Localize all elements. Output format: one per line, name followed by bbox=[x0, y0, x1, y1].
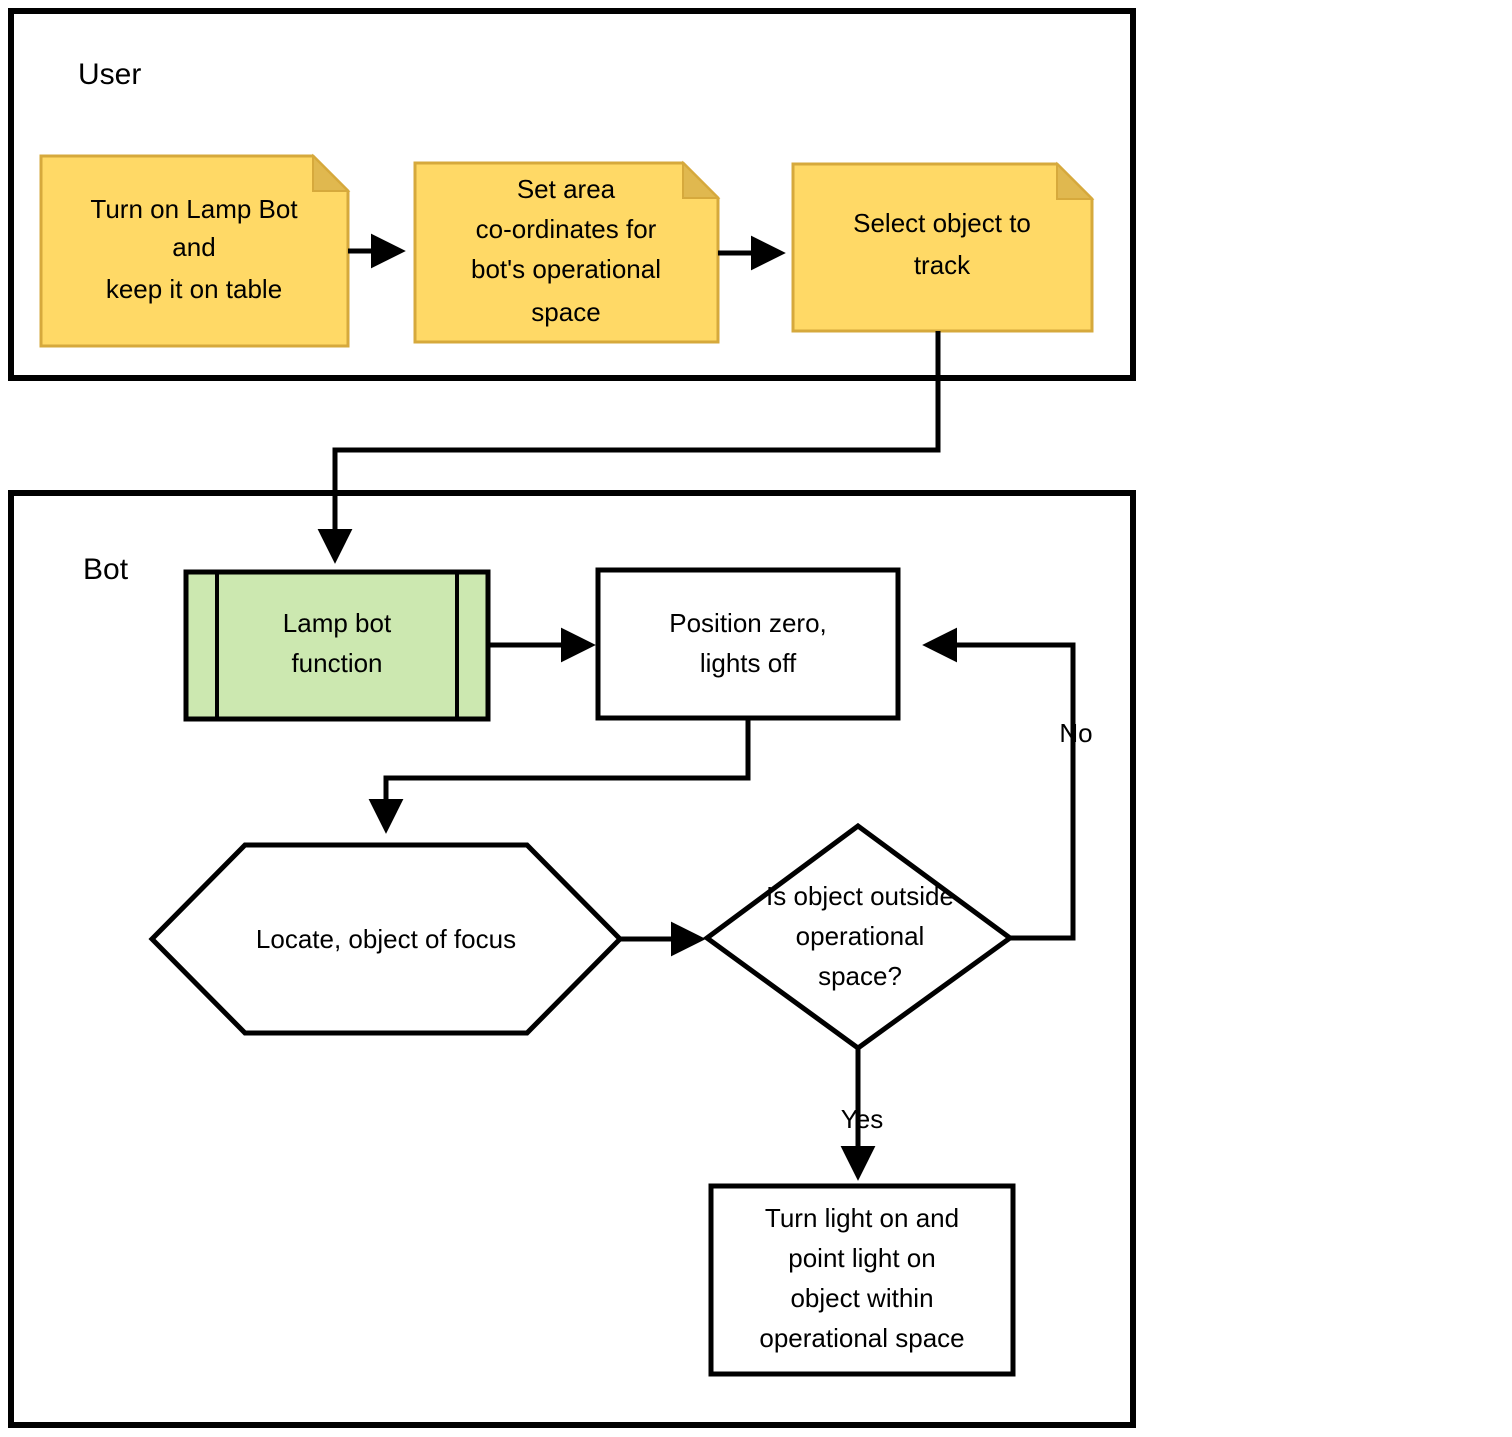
edge-position-zero-to-locate-object bbox=[368, 718, 751, 834]
edge-line bbox=[368, 718, 751, 834]
process-box-body bbox=[708, 1183, 1016, 1377]
note-fold-corner-icon bbox=[682, 160, 721, 199]
node-label-line: and bbox=[172, 232, 215, 262]
edge-decision-no-to-position-zero: No bbox=[922, 627, 1093, 941]
node-label-line: Is object outside bbox=[766, 881, 954, 911]
node-label-line: lights off bbox=[700, 648, 797, 678]
edge-line bbox=[317, 331, 941, 564]
note-shape-body bbox=[39, 154, 350, 348]
swimlane-bot-label: Bot bbox=[83, 553, 129, 586]
note-shape-body bbox=[791, 162, 1094, 333]
node-turn-light-on-point-at-object[interactable]: Turn light on and point light on object … bbox=[708, 1183, 1016, 1377]
edge-select-object-to-lamp-bot-function bbox=[317, 331, 941, 564]
note-fold-corner-icon bbox=[312, 153, 351, 192]
node-label-line: Position zero, bbox=[669, 608, 827, 638]
node-label-line: space? bbox=[818, 961, 902, 991]
node-label-line: operational space bbox=[759, 1323, 964, 1353]
node-label-line: bot's operational bbox=[471, 254, 661, 284]
node-label-line: function bbox=[291, 648, 382, 678]
edge-label-no: No bbox=[1059, 718, 1092, 748]
node-label-line: Set area bbox=[517, 174, 616, 204]
process-box-body bbox=[595, 567, 901, 721]
node-label-line: track bbox=[914, 250, 971, 280]
node-position-zero-lights-off[interactable]: Position zero, lights off bbox=[595, 567, 901, 721]
edge-decision-yes-to-turn-light-on: Yes bbox=[840, 1048, 883, 1181]
node-label-line: Select object to bbox=[853, 208, 1031, 238]
note-shape-body bbox=[413, 161, 720, 344]
node-label-line: point light on bbox=[788, 1243, 935, 1273]
node-label-line: Lamp bot bbox=[283, 608, 392, 638]
note-fold-corner-icon bbox=[1056, 161, 1095, 200]
node-label-line: Locate, object of focus bbox=[256, 924, 516, 954]
node-label-line: object within bbox=[790, 1283, 933, 1313]
edge-label-yes: Yes bbox=[841, 1104, 883, 1134]
swimlane-user-label: User bbox=[78, 58, 141, 91]
node-label-line: Turn light on and bbox=[765, 1203, 959, 1233]
node-locate-object-of-focus[interactable]: Locate, object of focus bbox=[148, 842, 624, 1036]
predefined-process-body bbox=[183, 569, 491, 722]
edge-line bbox=[922, 627, 1076, 941]
node-set-area-coordinates[interactable]: Set area co-ordinates for bot's operatio… bbox=[413, 160, 721, 344]
node-label-line: operational bbox=[796, 921, 925, 951]
node-label-line: Turn on Lamp Bot bbox=[90, 194, 298, 224]
node-turn-on-lamp-bot[interactable]: Turn on Lamp Bot and keep it on table bbox=[39, 153, 351, 348]
node-label-line: keep it on table bbox=[106, 274, 282, 304]
node-select-object-to-track[interactable]: Select object to track bbox=[791, 161, 1095, 333]
node-label-line: co-ordinates for bbox=[476, 214, 657, 244]
node-lamp-bot-function[interactable]: Lamp bot function bbox=[183, 569, 491, 722]
node-label-line: space bbox=[531, 297, 600, 327]
